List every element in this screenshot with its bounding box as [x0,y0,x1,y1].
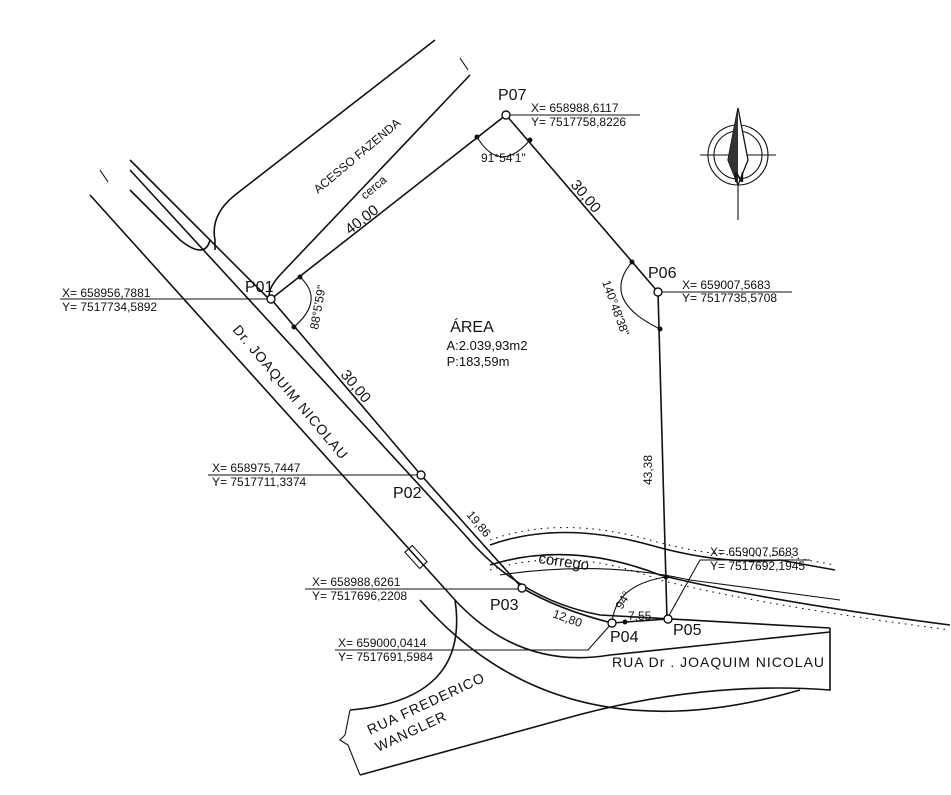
point-label: P01 [245,279,274,296]
y-coordinate: Y= 7517696,2208 [312,589,407,603]
acesso-fazenda-label: ACESSO FAZENDA [311,116,403,197]
y-coordinate: Y= 7517735,5708 [682,291,777,305]
x-coordinate: X= 659000,0414 [338,636,427,650]
point-p04: P04 X= 659000,0414 Y= 7517691,5984 [335,618,639,664]
rua-joaquim-nicolau: Dr. JOAQUIM NICOLAU RUA Dr . JOAQUIM NIC… [89,169,831,776]
area-title: ÁREA [450,317,494,336]
point-p07: P07 X= 658988,6117 Y= 7517758,8226 [498,87,640,129]
point-p06: P06 X= 659007,5683 Y= 7517735,5708 [648,265,792,305]
point-p02: P02 X= 658975,7447 Y= 7517711,3374 [208,461,426,502]
acesso-fazenda-road: ACESSO FAZENDA cerca [99,39,471,301]
x-coordinate: X= 658988,6261 [312,575,401,589]
x-coordinate: X= 659007,5683 [710,545,799,559]
corrego-stream: córrego [489,527,951,631]
point-label: P07 [498,87,527,104]
dist-p01-p07: 40,00 [342,202,382,239]
dist-p06-p05: 43,38 [641,455,655,485]
y-coordinate: Y= 7517711,3374 [212,475,307,489]
dist-p02-p03: 19,86 [464,508,494,540]
dist-p07-p06: 30,00 [567,177,604,217]
north-arrow-icon: N [700,107,776,220]
point-p05: P05 X= 659007,5683 Y= 7517692,1945 [663,545,810,639]
y-coordinate: Y= 7517691,5984 [338,650,433,664]
point-label: P04 [610,629,639,646]
corrego-label: córrego [537,550,590,574]
point-label: P05 [673,622,702,639]
x-coordinate: X= 658956,7881 [62,286,151,300]
x-coordinate: X= 658975,7447 [212,461,301,475]
angle-p07: 91°54'1" [481,151,526,165]
property-boundary: 91°54'1" 88°5'59" 140°48'38" 94° 40,00 3… [269,113,669,630]
y-coordinate: Y= 7517734,5892 [62,300,157,314]
point-p01: P01 X= 658956,7881 Y= 7517734,5892 [60,279,276,314]
point-label: P02 [393,485,422,502]
north-label: N [734,169,744,185]
angle-p06: 140°48'38" [599,278,632,337]
area-label: ÁREA A:2.039,93m2 P:183,59m [447,317,528,369]
perimeter-value: P:183,59m [447,354,510,369]
y-coordinate: Y= 7517692,1945 [710,559,805,573]
y-coordinate: Y= 7517758,8226 [531,115,626,129]
point-label: P03 [490,597,519,614]
dist-p04-p05: 7,55 [628,609,652,623]
x-coordinate: X= 658988,6117 [531,101,619,115]
x-coordinate: X= 659007,5683 [682,278,771,292]
point-p03: P03 X= 658988,6261 Y= 7517696,2208 [305,575,527,614]
rua-joaquim-label: RUA Dr . JOAQUIM NICOLAU [612,654,825,670]
area-value: A:2.039,93m2 [447,338,528,353]
point-label: P06 [648,265,677,282]
